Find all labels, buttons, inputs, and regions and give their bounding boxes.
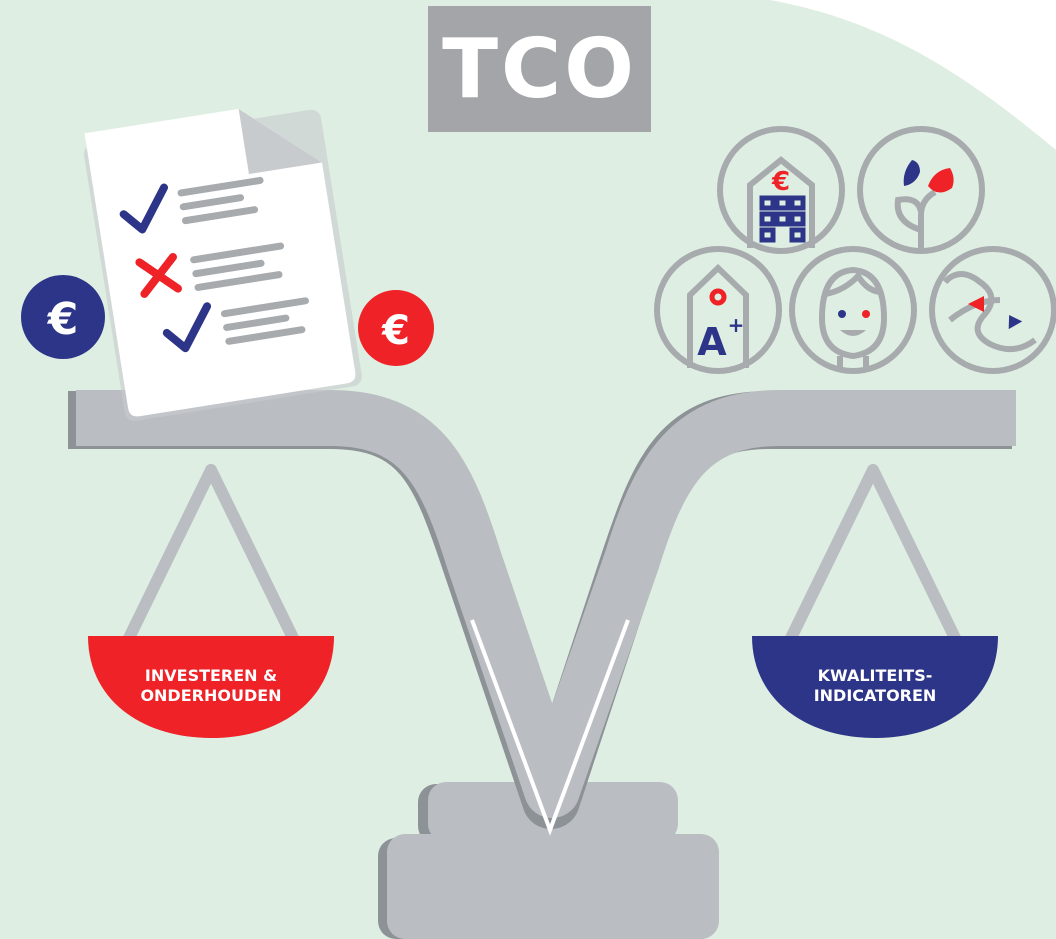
person-face-details — [838, 310, 870, 336]
left-pan-label-line-2: ONDERHOUDEN — [140, 686, 282, 705]
svg-text:€: € — [771, 167, 790, 197]
building-euro-details: € — [759, 167, 806, 243]
energy-label-a-plus-icon — [654, 246, 782, 374]
right-pan-label: KWALITEITS- INDICATOREN — [750, 666, 1000, 706]
svg-text:€: € — [47, 294, 79, 345]
energy-label-details: A + — [697, 288, 745, 364]
leaves-icon — [857, 126, 985, 254]
svg-text:€: € — [381, 308, 410, 354]
right-pan-strings — [784, 464, 962, 646]
route-icon — [929, 246, 1056, 374]
building-euro-icon — [717, 126, 845, 254]
right-pan-label-line-2: INDICATOREN — [813, 686, 937, 705]
left-pan-strings — [122, 464, 300, 646]
left-pan-label-line-1: INVESTEREN & — [144, 666, 278, 685]
coin-euro-red-icon: € — [358, 290, 434, 366]
svg-text:+: + — [728, 313, 745, 337]
left-pan-label: INVESTEREN & ONDERHOUDEN — [86, 666, 336, 706]
scale-beam — [76, 390, 1016, 818]
person-face-icon — [789, 246, 917, 374]
scale-base — [378, 782, 719, 939]
right-pan — [752, 636, 998, 738]
route-details — [968, 296, 1023, 330]
left-pan — [88, 636, 334, 738]
leaves-details — [903, 160, 954, 193]
coin-euro-navy-icon: € — [21, 275, 105, 359]
page-title: TCO — [428, 6, 651, 132]
right-pan-label-line-1: KWALITEITS- — [817, 666, 933, 685]
checklist-document-icon — [83, 108, 362, 421]
beam-highlight — [470, 619, 630, 836]
svg-text:A: A — [697, 320, 727, 364]
